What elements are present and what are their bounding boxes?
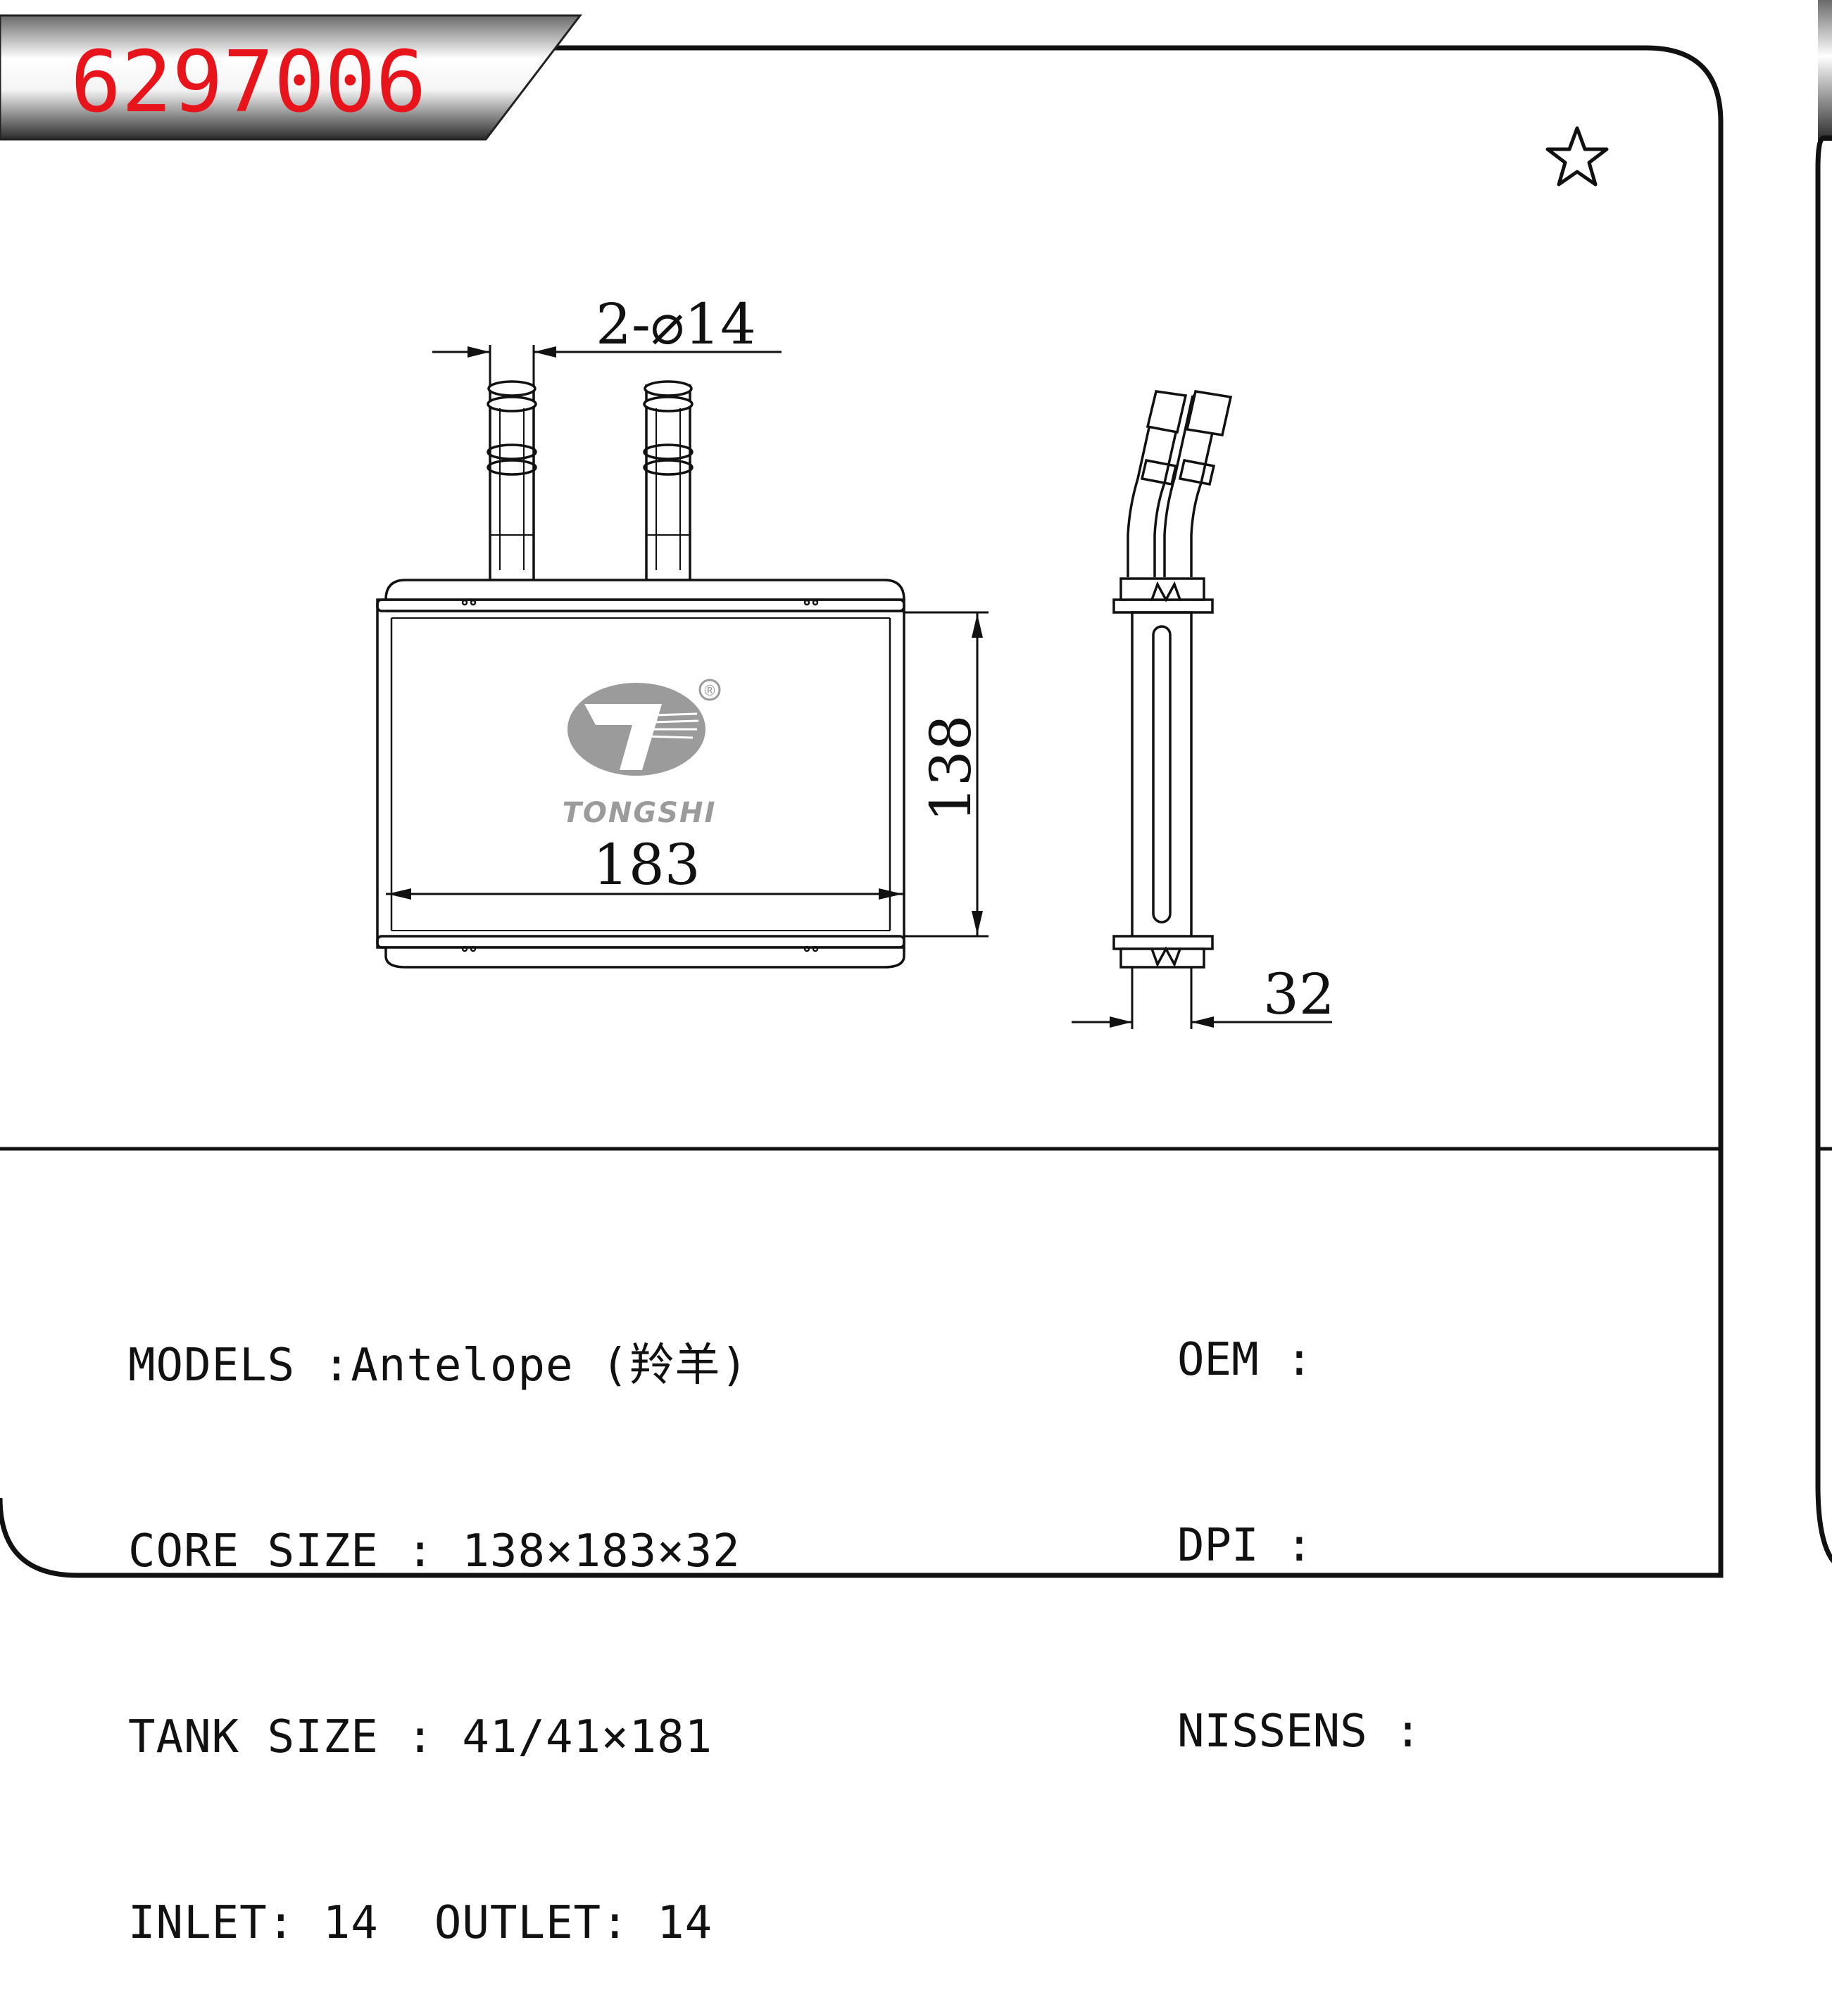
depth-dimension-label: 32 — [1263, 962, 1335, 1027]
product-card: 6297006 — [0, 0, 1832, 1578]
inlet-pipe — [487, 380, 537, 581]
outlet-label: OUTLET: — [434, 1897, 629, 1949]
dpi-label: DPI — [1177, 1520, 1259, 1572]
heater-core-side-view — [1112, 390, 1233, 969]
height-dimension-label: 138 — [918, 714, 984, 822]
inlet-outlet-row: INLET: 14 OUTLET: 14 — [128, 1892, 748, 1954]
tank-size-value: : 41/41×181 — [406, 1711, 713, 1763]
core-size-label: CORE SIZE — [128, 1525, 379, 1577]
part-number: 6297006 — [70, 34, 427, 132]
dpi-separator: : — [1286, 1520, 1313, 1572]
width-dimension-label: 183 — [593, 832, 701, 897]
outlet-value: 14 — [657, 1897, 713, 1949]
inlet-label: INLET: — [128, 1897, 296, 1949]
reference-numbers: OEM : DPI : NISSENS : — [1177, 1205, 1422, 1825]
registered-mark: ® — [703, 682, 717, 699]
oem-separator: : — [1286, 1334, 1313, 1386]
heater-core-front-view — [376, 380, 905, 969]
adjacent-card-edge — [1815, 0, 1832, 1563]
tongshi-logo: ® TONGSHI — [563, 679, 721, 829]
oem-row: OEM : — [1177, 1329, 1422, 1391]
models-value: :Antelope (羚羊) — [322, 1340, 749, 1392]
core-size-row: CORE SIZE : 138×183×32 — [128, 1520, 748, 1582]
part-number-tab — [0, 14, 583, 141]
core-size-value: : 138×183×32 — [406, 1525, 741, 1577]
brand-name: TONGSHI — [563, 797, 717, 829]
nissens-row: NISSENS : — [1177, 1701, 1422, 1763]
specifications: MODELS :Antelope (羚羊) CORE SIZE : 138×18… — [128, 1211, 748, 2016]
nissens-label: NISSENS — [1177, 1706, 1367, 1758]
dpi-row: DPI : — [1177, 1515, 1422, 1577]
tank-size-row: TANK SIZE : 41/41×181 — [128, 1706, 748, 1768]
models-label: MODELS — [128, 1340, 296, 1392]
star-outline-icon — [1545, 126, 1609, 187]
models-row: MODELS :Antelope (羚羊) — [128, 1335, 748, 1397]
favorite-button[interactable] — [1545, 126, 1609, 187]
card-border — [0, 45, 1724, 1578]
tank-size-label: TANK SIZE — [128, 1711, 379, 1763]
outlet-pipe — [643, 380, 694, 581]
nissens-separator: : — [1394, 1706, 1422, 1758]
pipe-diameter-label: 2-⌀14 — [596, 291, 756, 357]
inlet-value: 14 — [322, 1897, 379, 1949]
oem-label: OEM — [1177, 1334, 1259, 1386]
